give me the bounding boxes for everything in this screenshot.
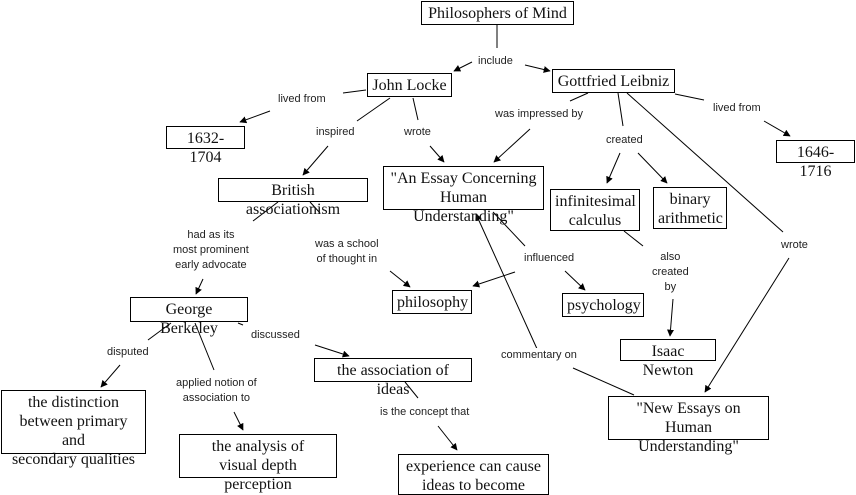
concept-association-of-ideas[interactable]: the association of ideas — [314, 358, 472, 398]
concept-george-berkeley[interactable]: George Berkeley — [130, 297, 248, 337]
link-label-locke-wrote: wrote — [404, 125, 431, 140]
concept-isaac-newton[interactable]: Isaac Newton — [620, 339, 716, 379]
arrow-disputed-distinction — [100, 364, 121, 388]
arrow-discussed-association — [314, 344, 350, 358]
line-leibniz-livedfrom — [674, 93, 705, 101]
line-locke-livedfrom — [342, 89, 367, 94]
link-label-leibniz-lived-from: lived from — [713, 101, 761, 116]
link-label-discussed: discussed — [251, 328, 300, 343]
concept-psychology[interactable]: psychology — [562, 293, 644, 317]
arrow-school-philosophy — [389, 270, 411, 288]
concept-locke-dates[interactable]: 1632-1704 — [166, 126, 245, 166]
line-berkeley-applied — [194, 322, 215, 371]
link-label-had-as-advocate: had as its most prominent early advocate — [173, 228, 249, 273]
link-label-commentary-on: commentary on — [501, 348, 577, 363]
link-label-was-impressed-by: was impressed by — [495, 107, 584, 122]
arrow-created-binary — [637, 152, 668, 184]
line-locke-inspired — [356, 97, 391, 122]
concept-essay-concerning-human-understanding[interactable]: "An Essay Concerning Human Understanding… — [383, 166, 544, 225]
link-label-inspired: inspired — [316, 125, 355, 140]
arrow-include-leibniz — [524, 64, 551, 73]
line-newessays-commentary — [572, 367, 635, 396]
arrow-wrote-newessays — [704, 257, 790, 393]
arrow-applied-depth — [233, 411, 244, 431]
link-label-include: include — [478, 54, 513, 69]
link-label-created: created — [606, 133, 643, 148]
concept-infinitesimal-calculus[interactable]: infinitesimal calculus — [550, 189, 640, 231]
link-label-school-of-thought: was a school of thought in — [315, 237, 379, 267]
line-leibniz-impressed — [569, 92, 589, 102]
line-leibniz-created — [617, 92, 624, 127]
arrow-influenced-psychology — [564, 270, 586, 291]
arrow-advocate-berkeley — [195, 278, 204, 295]
concept-philosophers-of-mind[interactable]: Philosophers of Mind — [421, 1, 574, 25]
line-locke-wrote — [412, 97, 419, 121]
concept-binary-arithmetic[interactable]: binary arithmetic — [653, 187, 727, 229]
concept-british-associationism[interactable]: British associationism — [218, 178, 368, 218]
line-leibniz-wrote — [626, 92, 784, 233]
arrow-created-calculus — [606, 152, 621, 184]
concept-visual-depth-perception[interactable]: the analysis of visual depth perception — [179, 434, 337, 493]
link-label-leibniz-wrote: wrote — [781, 238, 808, 253]
link-label-influenced: influenced — [524, 251, 575, 266]
concept-experience-ideas-linked[interactable]: experience can cause ideas to become lin… — [398, 454, 549, 495]
arrow-include-locke — [453, 61, 473, 72]
link-label-locke-lived-from: lived from — [278, 92, 326, 107]
arrow-livedfrom-leibnizdates — [763, 120, 791, 137]
arrow-wrote-essay — [429, 145, 445, 163]
arrow-commentary-essay — [475, 213, 539, 352]
arrow-concept-experience — [437, 425, 458, 451]
link-label-is-the-concept: is the concept that — [380, 405, 470, 420]
concept-leibniz-dates[interactable]: 1646-1716 — [776, 140, 855, 180]
concept-gottfried-leibniz[interactable]: Gottfried Leibniz — [552, 69, 675, 93]
line-association-concept — [404, 381, 419, 399]
line-ba-school — [309, 201, 321, 214]
arrow-inspired-ba — [302, 145, 329, 176]
line-ba-advocate — [252, 201, 279, 222]
link-label-applied-notion: applied notion of association to — [176, 376, 257, 406]
line-calculus-alsocreated — [623, 230, 644, 247]
concept-philosophy[interactable]: philosophy — [392, 290, 472, 314]
arrow-impressed-essay — [493, 128, 531, 163]
line-essay-influenced — [492, 211, 526, 247]
concept-primary-secondary-distinction[interactable]: the distinction between primary and seco… — [1, 390, 146, 468]
link-label-disputed: disputed — [107, 345, 149, 360]
concept-new-essays[interactable]: "New Essays on Human Understanding" — [608, 396, 769, 455]
arrow-influenced-philosophy — [472, 271, 516, 288]
link-label-also-created-by: also created by — [652, 250, 689, 295]
line-berkeley-disputed — [147, 322, 172, 341]
arrow-livedfrom-dates — [239, 110, 271, 124]
concept-john-locke[interactable]: John Locke — [367, 73, 452, 97]
arrow-alsocreated-newton — [667, 298, 674, 337]
line-berkeley-discussed — [237, 322, 244, 326]
